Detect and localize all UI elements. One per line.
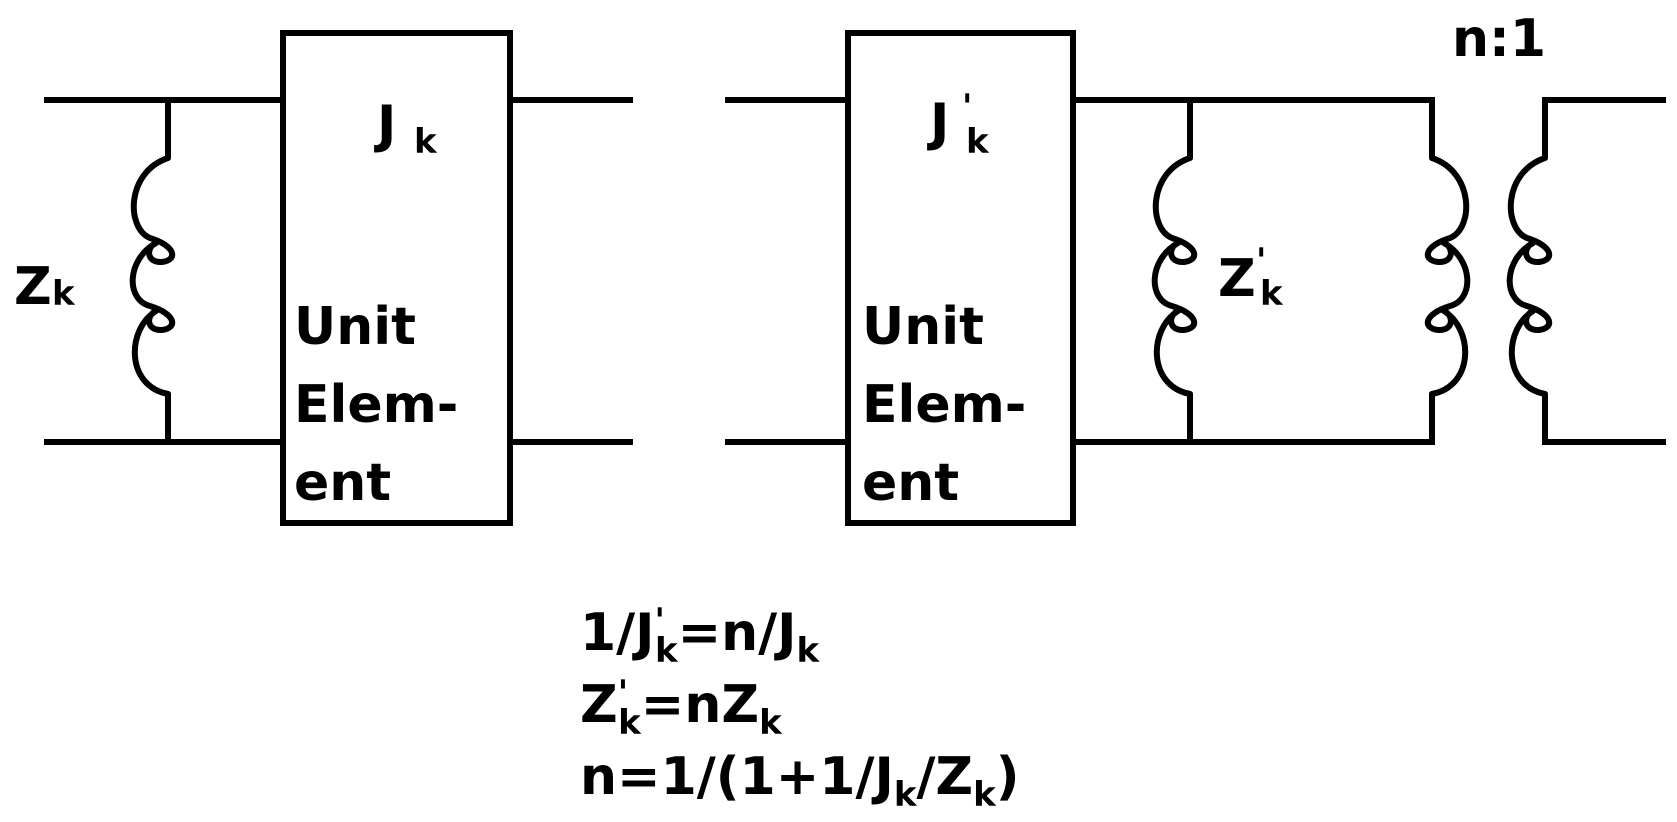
right-box-line3: ent bbox=[862, 453, 959, 513]
equation-2: Z'k=nZk bbox=[580, 673, 783, 743]
eq2-prime: ' bbox=[618, 673, 628, 713]
equation-1: 1/J'k=n/Jk bbox=[580, 601, 821, 671]
eq1-mid: =n/J bbox=[678, 603, 797, 663]
left-shunt-inductor bbox=[129, 97, 176, 445]
left-box-line1: Unit bbox=[294, 297, 416, 357]
left-shunt-subscript: k bbox=[52, 274, 76, 314]
right-element-label: J bbox=[927, 93, 949, 153]
eq1-mid-subscript: k bbox=[797, 631, 821, 671]
eq1-prime: ' bbox=[655, 601, 665, 641]
eq2-mid: =nZ bbox=[641, 675, 759, 735]
left-box-line3: ent bbox=[294, 453, 391, 513]
transformer-secondary-winding bbox=[1506, 97, 1553, 445]
right-box-line1: Unit bbox=[862, 297, 984, 357]
right-unit-element-box bbox=[845, 30, 1076, 526]
eq2-lhs: Z bbox=[580, 675, 618, 735]
equation-3: n=1/(1+1/Jk/Zk) bbox=[580, 747, 1020, 815]
eq3-part-b: /Z bbox=[916, 747, 973, 807]
right-element-prime: ' bbox=[962, 87, 972, 127]
eq2-mid-subscript: k bbox=[759, 703, 783, 743]
eq2-lhs-subscript: k bbox=[618, 703, 642, 743]
eq1-lhs-subscript: k bbox=[655, 631, 679, 671]
left-box-line2: Elem- bbox=[294, 375, 458, 435]
right-circuit: J ' k Z ' k n:1 Unit Elem- ent bbox=[725, 9, 1666, 526]
transformer-primary-winding bbox=[1424, 97, 1471, 445]
left-element-label: J bbox=[374, 95, 396, 155]
left-element-subscript: k bbox=[414, 122, 438, 162]
right-shunt-inductor bbox=[1151, 97, 1198, 445]
eq3-part-c: ) bbox=[996, 747, 1020, 807]
right-shunt-subscript: k bbox=[1260, 274, 1284, 314]
left-unit-element-box bbox=[280, 30, 513, 526]
equations: 1/J'k=n/Jk Z'k=nZk n=1/(1+1/Jk/Zk) bbox=[580, 601, 1020, 815]
right-shunt-prime: ' bbox=[1256, 241, 1266, 281]
eq3-part-a: n=1/(1+1/J bbox=[580, 747, 894, 807]
right-shunt-label: Z bbox=[1218, 249, 1256, 309]
eq1-lhs: 1/J bbox=[580, 603, 655, 663]
right-element-subscript: k bbox=[966, 122, 990, 162]
right-box-line2: Elem- bbox=[862, 375, 1026, 435]
transformer-ratio-label: n:1 bbox=[1452, 9, 1546, 69]
eq3-subscript-b: k bbox=[973, 775, 997, 815]
eq3-subscript-a: k bbox=[894, 775, 918, 815]
left-shunt-label: Z bbox=[14, 257, 52, 317]
left-circuit: Z k J k Unit Elem- ent bbox=[14, 30, 633, 526]
